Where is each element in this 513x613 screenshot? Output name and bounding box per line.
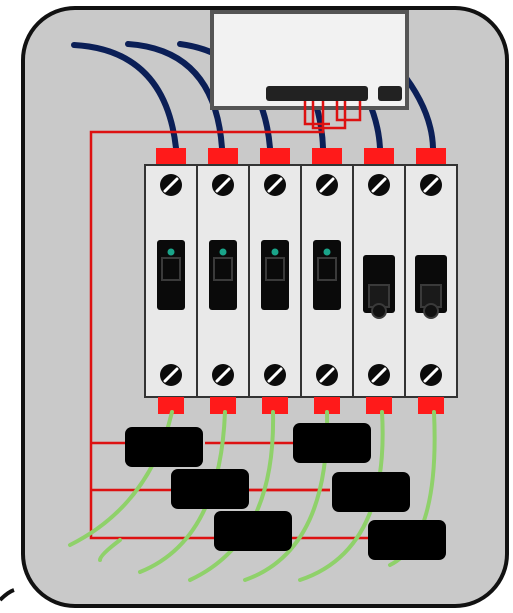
breaker-switch[interactable] [415, 255, 447, 319]
top-terminal [312, 148, 342, 165]
top-terminal [208, 148, 238, 165]
connector-block-6 [368, 520, 446, 560]
breaker-5 [352, 164, 406, 398]
screw-icon [264, 364, 286, 386]
status-indicator [271, 248, 279, 256]
screw-icon [316, 364, 338, 386]
breaker-switch[interactable] [363, 255, 395, 319]
controller-port-strip [266, 86, 368, 101]
screw-icon [420, 364, 442, 386]
bottom-terminal [366, 397, 392, 414]
breaker-6 [404, 164, 458, 398]
breaker-switch[interactable] [261, 240, 289, 310]
top-terminal [364, 148, 394, 165]
breaker-switch[interactable] [157, 240, 185, 310]
enclosure-corner-arc [0, 588, 15, 602]
connector-block-1 [125, 427, 203, 467]
top-terminal [156, 148, 186, 165]
wire-ctrl-3 [335, 101, 362, 122]
status-indicator [219, 248, 227, 256]
connector-block-3 [171, 469, 249, 509]
connector-block-2 [293, 423, 371, 463]
bottom-terminal [418, 397, 444, 414]
outgoing-cable-2 [138, 410, 227, 574]
breaker-switch[interactable] [209, 240, 237, 310]
outgoing-cable-5 [298, 410, 385, 582]
top-terminal [260, 148, 290, 165]
breaker-switch[interactable] [313, 240, 341, 310]
connector-blocks [125, 423, 446, 560]
bottom-terminal [158, 397, 184, 414]
bottom-terminal [262, 397, 288, 414]
wire-ctrl-2 [311, 101, 347, 130]
breaker-4 [300, 164, 354, 398]
connector-block-5 [214, 511, 292, 551]
connector-block-4 [332, 472, 410, 512]
top-terminals [156, 148, 446, 165]
screw-icon [420, 174, 442, 196]
top-terminal [416, 148, 446, 165]
controller-device [210, 10, 409, 110]
screw-icon [368, 174, 390, 196]
breaker-3 [248, 164, 302, 398]
screw-icon [212, 174, 234, 196]
screw-icon [160, 174, 182, 196]
wire-ctrl-1 [303, 101, 330, 126]
wire-left-main [89, 101, 325, 540]
screw-icon [212, 364, 234, 386]
incoming-cable-1 [71, 42, 179, 151]
controller-port-small [378, 86, 402, 101]
screw-icon [368, 364, 390, 386]
incoming-cable-2 [125, 41, 225, 151]
screw-icon [160, 364, 182, 386]
bottom-terminals [158, 397, 444, 414]
status-indicator [167, 248, 175, 256]
breaker-rail [144, 164, 458, 398]
breaker-2 [196, 164, 250, 398]
breaker-1 [144, 164, 198, 398]
bottom-terminal [210, 397, 236, 414]
screw-icon [316, 174, 338, 196]
status-indicator [323, 248, 331, 256]
screw-icon [264, 174, 286, 196]
outgoing-cable-7 [98, 538, 122, 562]
bottom-terminal [314, 397, 340, 414]
